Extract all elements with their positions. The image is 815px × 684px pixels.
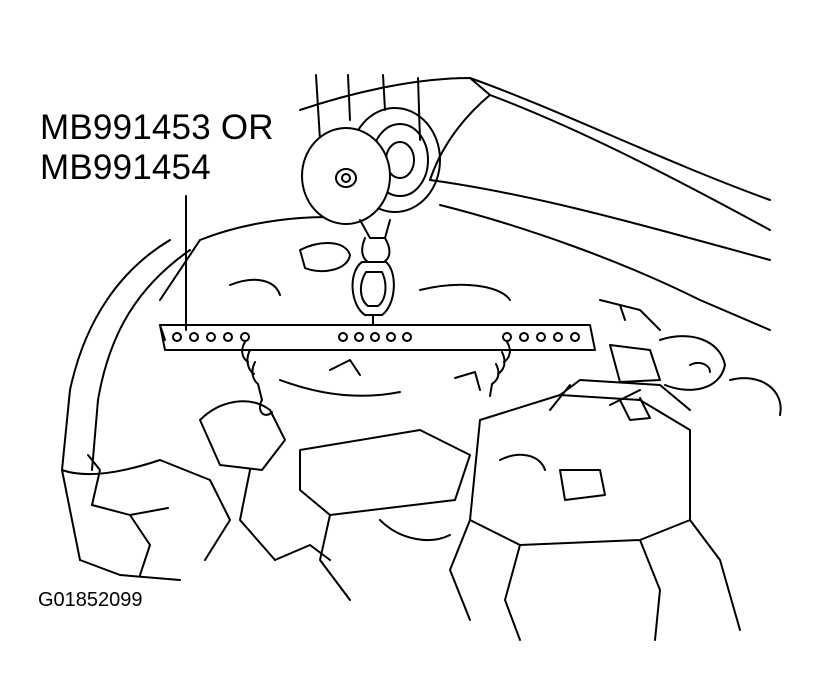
right-chain-hook — [489, 341, 511, 397]
callout-line-1: MB991453 OR — [40, 108, 274, 147]
lifting-beam — [159, 324, 596, 351]
engine-components — [129, 335, 782, 641]
figure-id: G01852099 — [38, 589, 143, 611]
engine-bay-outline — [159, 204, 771, 331]
chain-hoist — [301, 74, 441, 263]
pulley-front-wheel — [301, 127, 391, 225]
raised-hood — [299, 77, 771, 261]
vehicle-body-left — [61, 239, 191, 581]
callout-line-2: MB991454 — [40, 148, 211, 187]
left-chain-hook — [241, 341, 273, 416]
tool-part-number-label: MB991453 OR MB991454 — [40, 108, 274, 188]
